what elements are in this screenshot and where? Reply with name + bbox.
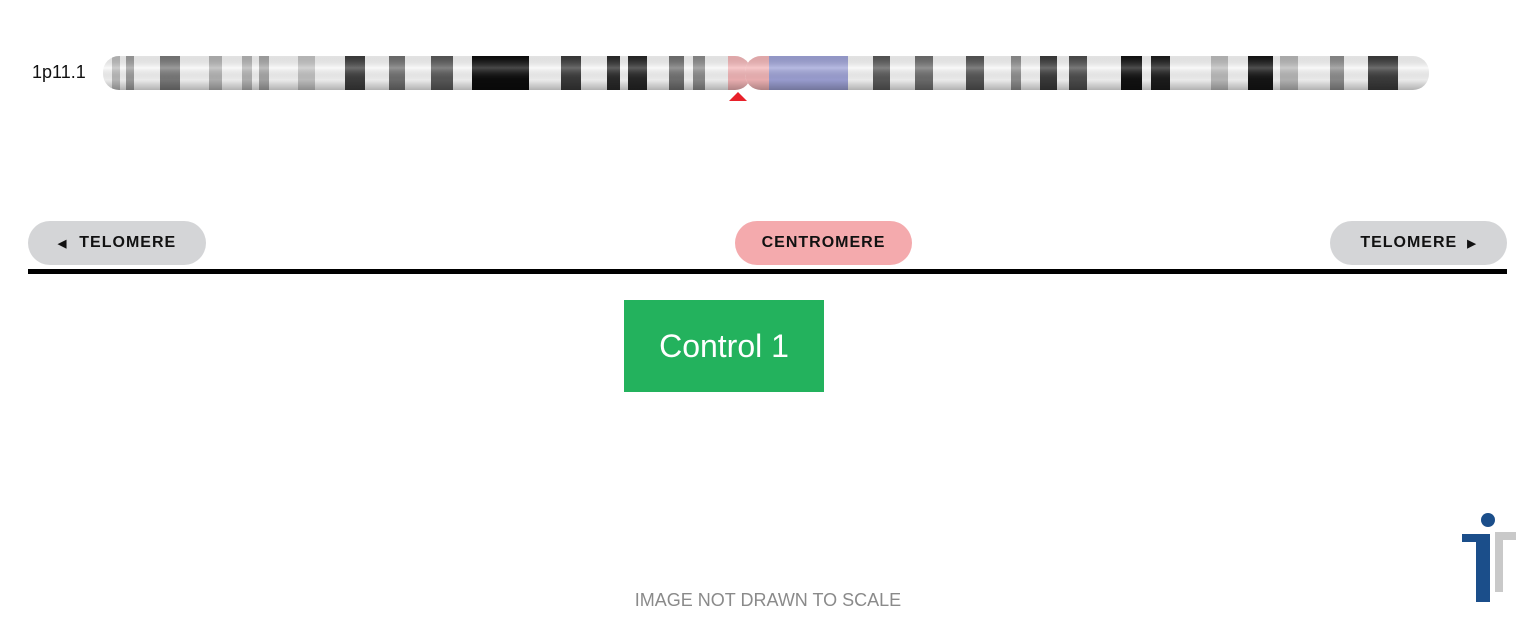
q-arm bbox=[745, 56, 1429, 90]
centromere-label: CENTROMERE bbox=[735, 221, 912, 265]
p-arm bbox=[103, 56, 751, 90]
chromosome-ideogram bbox=[103, 56, 1429, 101]
arrow-right-icon: ▶ bbox=[1467, 237, 1477, 250]
scale-disclaimer: IMAGE NOT DRAWN TO SCALE bbox=[634, 590, 902, 610]
telomere-right-label: TELOMERE ▶ bbox=[1330, 221, 1507, 265]
probe-label: Control 1 bbox=[659, 327, 789, 364]
arrow-left-icon: ◀ bbox=[57, 237, 68, 250]
telomere-left-label: ◀ TELOMERE bbox=[28, 221, 206, 265]
orientation-axis-line bbox=[28, 269, 1507, 274]
centromere-text: CENTROMERE bbox=[761, 234, 886, 251]
telomere-left-text: TELOMERE bbox=[79, 234, 177, 251]
band-label: 1p11.1 bbox=[32, 62, 86, 82]
telomere-right-text: TELOMERE bbox=[1360, 234, 1458, 251]
probe-control-1: Control 1 bbox=[624, 300, 824, 392]
probe-marker-icon bbox=[729, 92, 747, 101]
company-logo-icon bbox=[1462, 513, 1516, 602]
